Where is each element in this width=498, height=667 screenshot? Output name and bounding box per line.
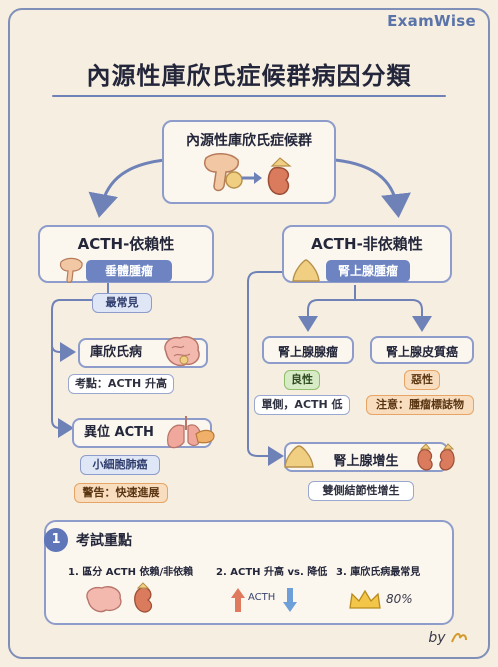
pituitary-small-icon [59, 257, 83, 283]
adrenal-carcinoma-node: 腎上腺皮質癌 [370, 336, 474, 364]
adrenal-adenoma-label: 腎上腺腺瘤 [277, 345, 338, 359]
page-title: 內源性庫欣氏症候群病因分類 [86, 62, 412, 90]
line-right-top [247, 271, 320, 466]
adrenal-icon [292, 259, 320, 282]
summary-number-badge: 1 [44, 528, 68, 552]
arrow-right-icon [242, 172, 262, 184]
adrenal-hyperplasia-label: 腎上腺增生 [333, 454, 399, 469]
malignant-tag: 惡性 [404, 370, 440, 390]
cushing-disease-tip: 考點：ACTH 升高 [68, 374, 174, 394]
adrenal-carcinoma-label: 腎上腺皮質癌 [385, 345, 458, 359]
arrow-root-left [88, 158, 166, 218]
signature-mark-icon [451, 632, 467, 643]
title-underline [52, 95, 446, 97]
most-common-tag: 最常見 [92, 293, 152, 313]
line-left-to-cushing [51, 342, 76, 362]
summary-item-1: 1. 區分 ACTH 依賴/非依賴 [68, 567, 194, 578]
arrow-down-icon [283, 588, 297, 612]
adrenal-tumor-tag: 腎上腺腫瘤 [326, 260, 410, 282]
small-cell-lung-cancer-tag: 小細胞肺癌 [80, 455, 160, 475]
acth-independent-heading: ACTH-非依賴性 [311, 235, 423, 253]
exam-summary-box [44, 520, 454, 625]
kidney-icon [134, 582, 153, 613]
pituitary-icon [204, 153, 243, 192]
rapid-progression-warning: 警告：快速進展 [74, 483, 168, 503]
adenoma-detail: 單側，ACTH 低 [254, 395, 350, 415]
cushing-disease-label: 庫欣氏病 [90, 345, 143, 360]
summary-item-2: 2. ACTH 升高 vs. 降低 [216, 567, 328, 578]
line-left-trunk [51, 283, 109, 438]
brain-icon [164, 336, 200, 367]
kidney-pair-icon [417, 443, 455, 471]
adrenal-gland-icon [284, 445, 314, 468]
root-label: 內源性庫欣氏症候群 [186, 133, 312, 149]
acth-dependent-heading: ACTH-依賴性 [77, 235, 175, 253]
brand-logo: ExamWise [387, 12, 476, 30]
acth-icon-label: ACTH [248, 592, 276, 603]
page-frame [8, 8, 490, 659]
pituitary-tumor-tag: 垂體腫瘤 [86, 260, 172, 282]
adrenal-adenoma-node: 腎上腺腺瘤 [262, 336, 354, 364]
arrow-up-icon [231, 588, 245, 612]
crown-icon [349, 589, 381, 609]
hyperplasia-detail: 雙側結節性增生 [308, 481, 414, 501]
line-right-to-carcinoma [355, 299, 432, 332]
percentage-label: 80% [386, 592, 413, 606]
lungs-icon [166, 416, 215, 449]
summary-item-3: 3. 庫欣氏病最常見 [336, 567, 421, 578]
credit-signature: by [428, 630, 468, 646]
brain-summary-icon [86, 586, 122, 613]
arrow-root-right [334, 158, 411, 218]
benign-tag: 良性 [284, 370, 320, 390]
ectopic-acth-label: 異位 ACTH [84, 425, 154, 440]
line-right-to-adenoma [298, 285, 356, 332]
summary-title: 考試重點 [76, 533, 132, 549]
carcinoma-detail: 注意：腫瘤標誌物 [366, 395, 474, 415]
credit-text: by [428, 630, 446, 646]
root-box: 內源性庫欣氏症候群 [162, 120, 336, 204]
adrenal-kidney-icon [267, 157, 292, 195]
